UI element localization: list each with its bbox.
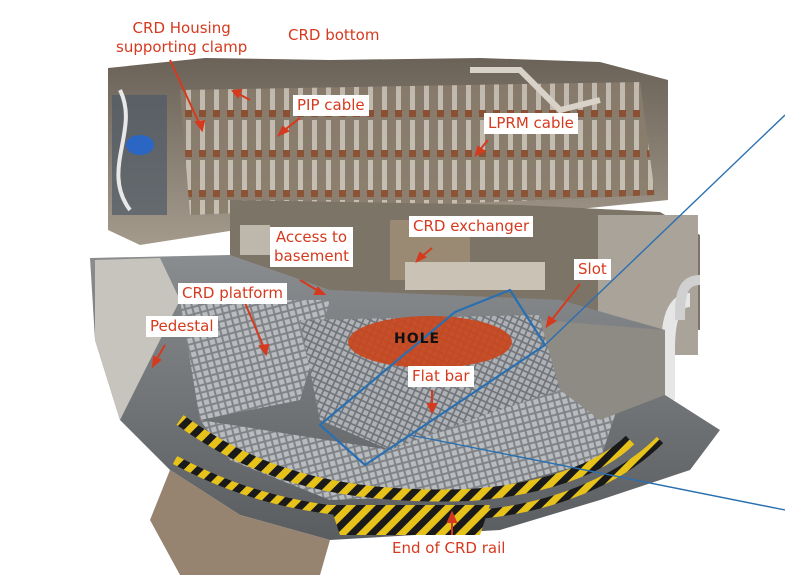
label-crd-platform: CRD platform — [178, 283, 287, 304]
label-crd-exchanger: CRD exchanger — [409, 216, 534, 237]
label-end-of-crd-rail: End of CRD rail — [392, 539, 506, 557]
label-access-line2: basement — [274, 247, 349, 265]
label-hole: HOLE — [394, 331, 441, 347]
label-pip-cable: PIP cable — [293, 95, 369, 116]
label-access-line1: Access to — [275, 228, 348, 246]
zoom-line-top — [544, 114, 785, 346]
label-crd-housing-clamp-line2: supporting clamp — [116, 38, 248, 56]
label-flat-bar: Flat bar — [408, 366, 474, 387]
label-crd-housing-clamp-line1: CRD Housing — [132, 19, 231, 37]
label-crd-bottom: CRD bottom — [288, 26, 380, 44]
hole-marker — [348, 316, 512, 368]
label-crd-housing-clamp: CRD Housing supporting clamp — [112, 18, 251, 58]
label-slot: Slot — [574, 259, 611, 280]
label-pedestal: Pedestal — [146, 316, 218, 337]
label-access-to-basement: Access to basement — [270, 227, 353, 267]
pointer-arrows — [151, 59, 581, 535]
label-lprm-cable: LPRM cable — [484, 113, 578, 134]
zoom-line-bottom — [409, 434, 785, 511]
